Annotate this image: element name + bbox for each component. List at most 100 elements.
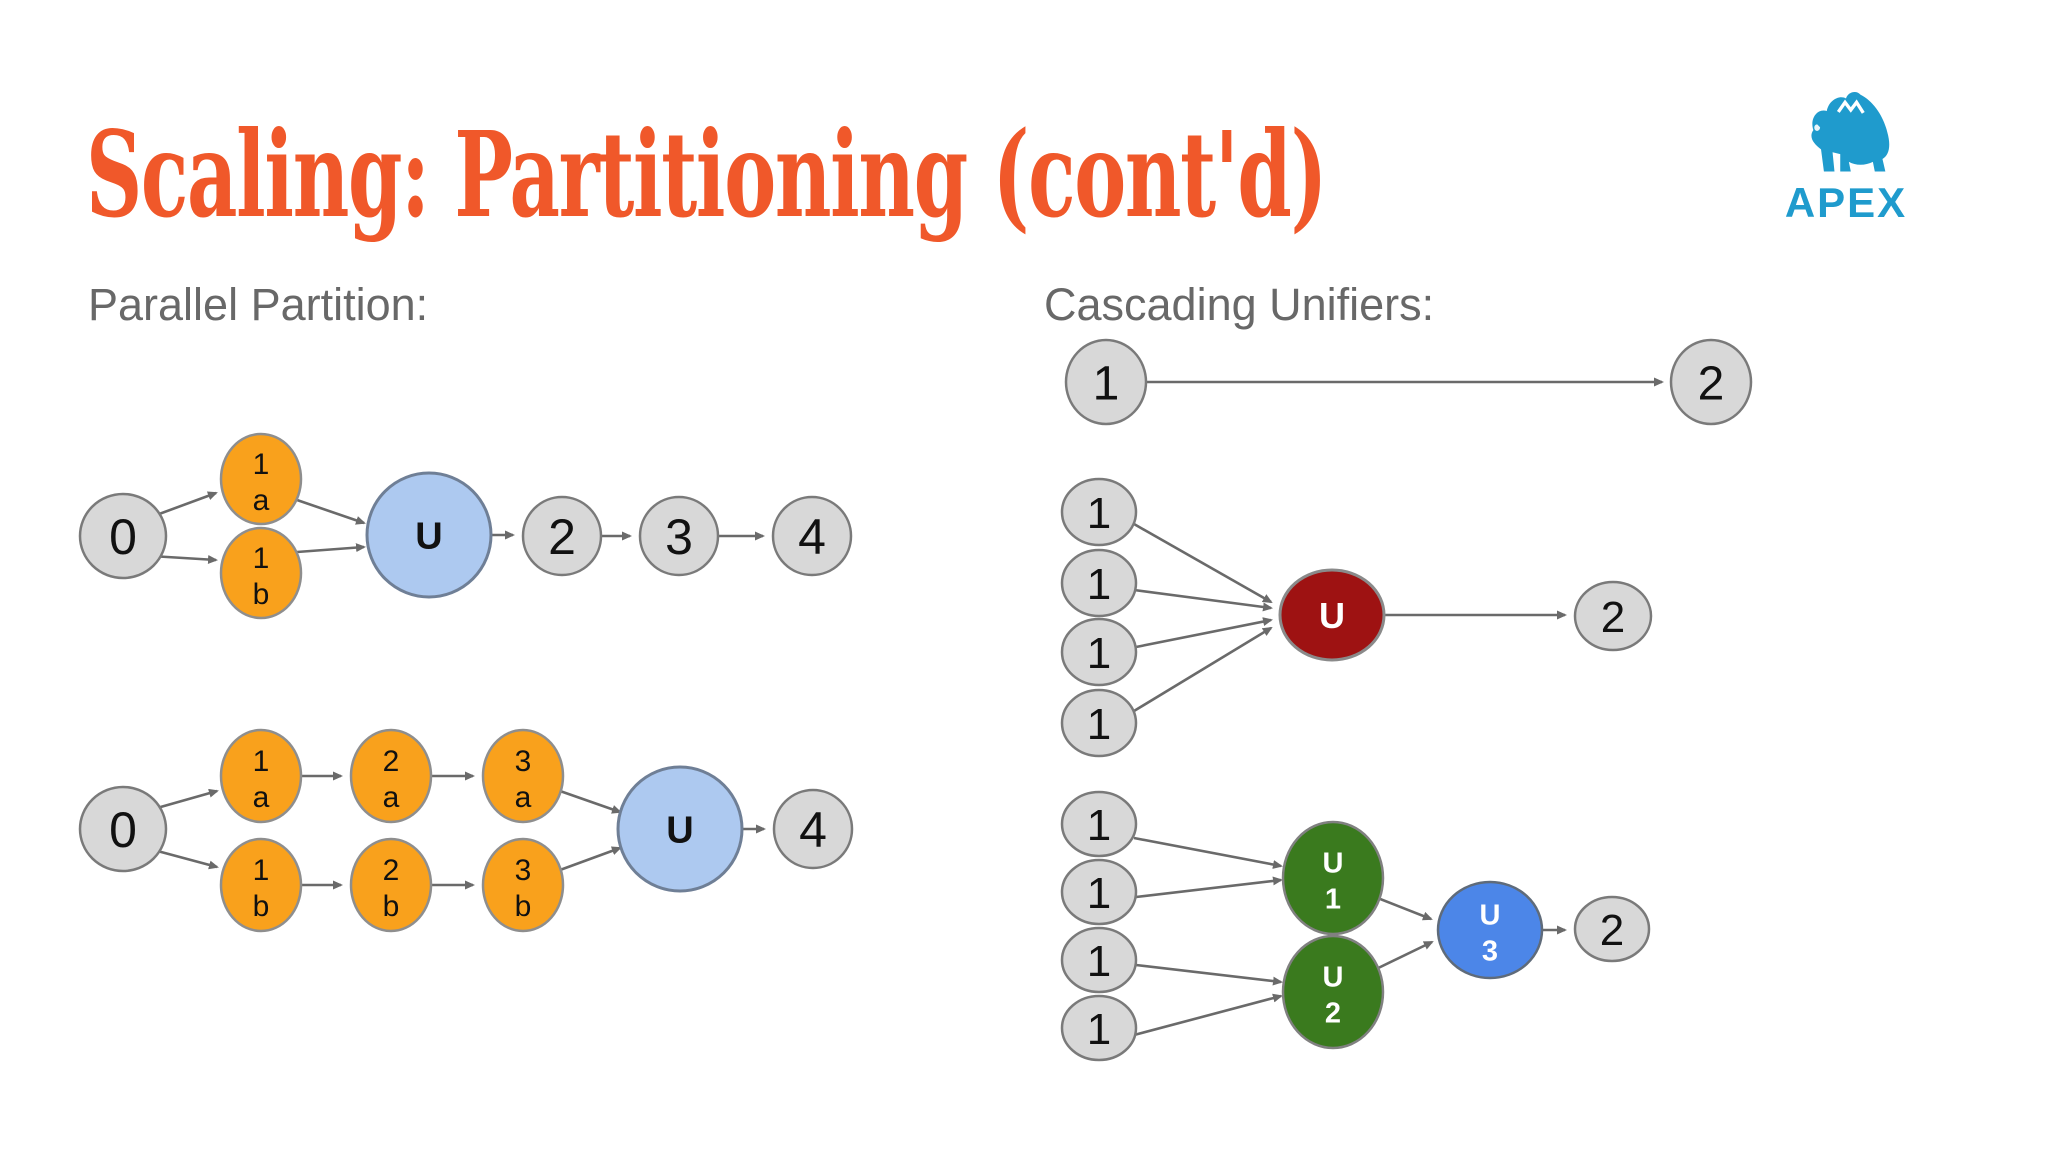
node-sink-2: 2: [1573, 580, 1653, 652]
svg-text:1: 1: [253, 854, 270, 887]
node-partition-2b: 2 b: [349, 837, 433, 933]
right-section-heading: Cascading Unifiers:: [1044, 279, 1435, 330]
node-stage-3: 3: [638, 495, 720, 577]
svg-text:1: 1: [1093, 357, 1120, 410]
svg-text:a: a: [383, 781, 400, 814]
arrow: [296, 543, 366, 554]
node-unifier: U: [616, 765, 744, 893]
node-stage-4: 4: [771, 495, 853, 577]
node-partition-2a: 2 a: [349, 728, 433, 824]
svg-text:U: U: [1319, 595, 1345, 636]
left-section-heading: Parallel Partition:: [88, 279, 429, 330]
svg-text:2: 2: [1601, 593, 1625, 642]
svg-text:1: 1: [1325, 883, 1341, 915]
arrow: [1135, 876, 1283, 899]
node-source: 0: [78, 785, 168, 873]
diagram-parallel-deep: 0 1 a 2 a 3 a 1 b: [78, 728, 854, 933]
svg-text:1: 1: [1087, 801, 1111, 850]
svg-text:U: U: [1480, 899, 1501, 931]
svg-text:1: 1: [1087, 489, 1111, 538]
node-partition-3a: 3 a: [481, 728, 565, 824]
svg-text:a: a: [253, 781, 270, 814]
node-unifier: U: [365, 471, 493, 599]
svg-text:1: 1: [253, 745, 270, 778]
svg-text:2: 2: [1600, 906, 1624, 955]
node-input-2: 1: [1060, 858, 1138, 926]
arrow: [1369, 940, 1434, 974]
svg-text:a: a: [253, 484, 270, 517]
svg-text:1: 1: [253, 542, 270, 575]
svg-text:0: 0: [109, 509, 137, 565]
arrow: [559, 846, 622, 872]
node-unifier-1: U 1: [1281, 820, 1385, 936]
svg-text:1: 1: [1087, 1005, 1111, 1054]
svg-text:2: 2: [548, 509, 576, 565]
svg-text:2: 2: [383, 854, 400, 887]
svg-text:4: 4: [798, 509, 826, 565]
arrow: [150, 491, 218, 519]
svg-text:1: 1: [1087, 560, 1111, 609]
arrow: [1133, 836, 1283, 869]
node-input-4: 1: [1060, 994, 1138, 1062]
slide-title: Scaling: Partitioning (cont'd): [86, 105, 1327, 244]
svg-text:3: 3: [665, 509, 693, 565]
svg-text:b: b: [383, 890, 400, 923]
arrow: [559, 789, 622, 814]
node-partition-1a: 1 a: [219, 432, 303, 526]
svg-text:0: 0: [109, 802, 137, 858]
svg-text:1: 1: [1087, 700, 1111, 749]
diagram-cascade-tree: 1 1 1 1 U 1 U 2: [1060, 790, 1651, 1062]
node-partition-1b: 1 b: [219, 837, 303, 933]
svg-text:U: U: [1323, 847, 1344, 879]
apex-wordmark: APEX: [1784, 179, 1908, 226]
arrow: [1135, 963, 1283, 986]
svg-text:1: 1: [1087, 629, 1111, 678]
node-source-1: 1: [1064, 338, 1148, 426]
svg-text:2: 2: [1698, 357, 1725, 410]
node-unifier-red: U: [1278, 568, 1386, 662]
node-partition-3b: 3 b: [481, 837, 565, 933]
arrow: [1133, 626, 1273, 713]
node-input-3: 1: [1060, 617, 1138, 687]
node-input-1: 1: [1060, 477, 1138, 547]
svg-text:1: 1: [253, 448, 270, 481]
node-sink-4: 4: [772, 788, 854, 870]
svg-text:1: 1: [1087, 937, 1111, 986]
node-input-1: 1: [1060, 790, 1138, 858]
node-input-2: 1: [1060, 548, 1138, 618]
diagram-parallel-single: 0 1 a 1 b U 2 3: [78, 432, 853, 620]
svg-text:U: U: [1323, 961, 1344, 993]
arrow: [1135, 617, 1273, 649]
svg-text:U: U: [666, 810, 693, 852]
gorilla-mountain-icon: [1811, 91, 1890, 172]
node-input-4: 1: [1060, 688, 1138, 758]
svg-text:b: b: [515, 890, 532, 923]
diagram-cascade-direct: 1 2: [1064, 338, 1753, 426]
svg-text:3: 3: [515, 745, 532, 778]
svg-text:U: U: [415, 516, 442, 558]
svg-text:b: b: [253, 578, 270, 611]
svg-text:3: 3: [515, 854, 532, 887]
svg-text:3: 3: [1482, 935, 1498, 967]
node-stage-2: 2: [521, 495, 603, 577]
node-partition-1b: 1 b: [219, 526, 303, 620]
node-unifier-2: U 2: [1281, 934, 1385, 1050]
svg-text:a: a: [515, 781, 532, 814]
node-input-3: 1: [1060, 926, 1138, 994]
svg-text:1: 1: [1087, 869, 1111, 918]
node-source: 0: [78, 492, 168, 580]
svg-text:2: 2: [383, 745, 400, 778]
arrow: [1133, 993, 1283, 1037]
node-unifier-3: U 3: [1436, 880, 1544, 980]
arrow: [149, 847, 219, 870]
diagram-cascade-single-unifier: 1 1 1 1 U 2: [1060, 477, 1653, 758]
arrow: [296, 498, 366, 525]
svg-text:2: 2: [1325, 997, 1341, 1029]
svg-text:4: 4: [799, 802, 827, 858]
arrow: [149, 788, 219, 812]
arrow: [1133, 522, 1273, 604]
apex-logo: APEX: [1778, 86, 1914, 224]
arrow: [1133, 588, 1273, 612]
